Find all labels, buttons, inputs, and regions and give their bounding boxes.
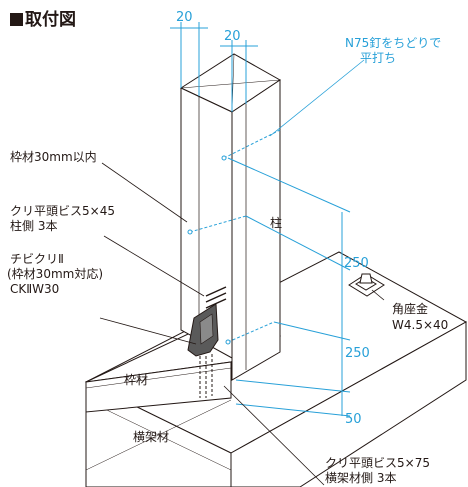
screw-beam-line1: クリ平頭ビス5×75: [325, 456, 430, 470]
dim-top-right: 20: [224, 29, 241, 44]
diagram-title: 取付図: [10, 10, 76, 30]
post-side-face: [231, 79, 281, 381]
washer-line2: W4.5×40: [392, 318, 449, 332]
washer-line1: 角座金: [392, 302, 429, 316]
frame-limit-label: 枠材30mm以内: [10, 150, 97, 164]
frame-label: 枠材: [124, 373, 149, 387]
screw-post-line2: 柱側 3本: [10, 219, 58, 233]
screw-post-line1: クリ平頭ビス5×45: [10, 204, 115, 218]
post-label: 柱: [270, 216, 283, 230]
dim-upper: 250: [344, 256, 369, 271]
post: [179, 53, 281, 381]
bracket-line1: チビクリⅡ: [10, 252, 64, 266]
dimension-lines: [170, 22, 351, 417]
nail-leader: [269, 59, 365, 137]
beam-label: 横架材: [133, 430, 170, 444]
frame-front-face: [85, 361, 232, 413]
leader-lines: [99, 162, 385, 486]
title-text: 取付図: [25, 10, 76, 30]
nail-note-line1: N75釘をちどりで: [345, 36, 442, 50]
beam-side-face: [230, 321, 467, 487]
nail-note-line2: 平打ち: [360, 51, 397, 65]
nails: [187, 129, 281, 345]
bracket: [187, 286, 227, 398]
square-washer: [348, 273, 385, 297]
dim-middle: 250: [345, 346, 370, 361]
title-square-icon: [10, 13, 23, 26]
dim-bottom: 50: [345, 412, 362, 427]
bracket-line2: (枠材30mm対応): [7, 267, 104, 281]
dim-top-left: 20: [176, 10, 193, 25]
bracket-line3: CKⅡW30: [10, 282, 60, 296]
screw-beam-line2: 横架材側 3本: [325, 471, 397, 485]
